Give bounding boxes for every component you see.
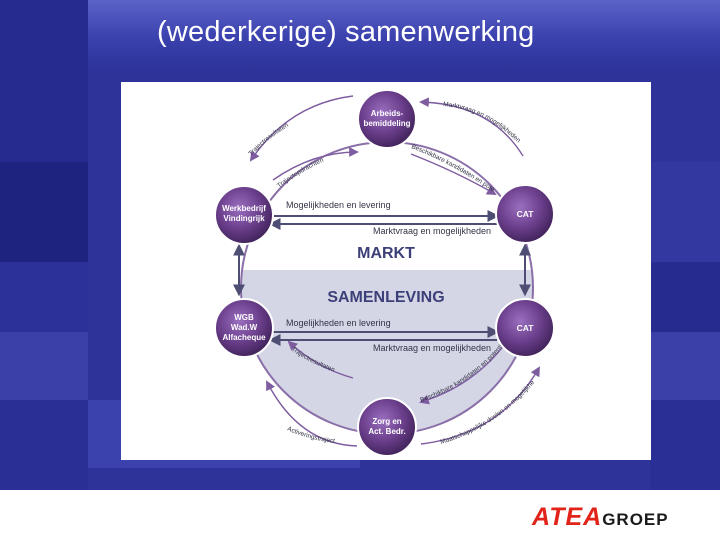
svg-text:Zorg en: Zorg en xyxy=(372,417,401,426)
svg-text:Arbeids-: Arbeids- xyxy=(371,109,404,118)
flow-label-upper-left: Marktvraag en mogelijkheden xyxy=(373,226,491,236)
node-wgb: WGB Wad.W Alfacheque xyxy=(214,298,274,358)
flow-label-lower-left: Marktvraag en mogelijkheden xyxy=(373,343,491,353)
node-arbeidsbemiddeling: Arbeids- bemiddeling xyxy=(357,89,417,149)
title-bar xyxy=(88,0,720,70)
arc-label-top-left-outer: Trajectresultaten xyxy=(247,122,290,158)
footer xyxy=(0,490,720,540)
svg-text:CAT: CAT xyxy=(517,323,535,333)
svg-text:Wad.W: Wad.W xyxy=(231,323,258,332)
node-werkbedrijf: Werkbedrijf Vindingrijk xyxy=(214,185,274,245)
zone-label-samenleving: SAMENLEVING xyxy=(327,289,444,306)
arc-top-left-inner xyxy=(272,147,359,181)
arc-label-top-right-inner: Beschikbare kandidaten en potentieel xyxy=(121,82,496,194)
arc-top-right-outer xyxy=(419,97,524,157)
zone-label-markt: MARKT xyxy=(357,245,415,262)
diagram-panel: Mogelijkheden en levering Marktvraag en … xyxy=(121,82,651,460)
arc-bottom-left-outer xyxy=(287,340,354,379)
node-zorg: Zorg en Act. Bedr. xyxy=(357,397,417,457)
cycle-diagram: Mogelijkheden en levering Marktvraag en … xyxy=(121,82,555,457)
svg-text:Werkbedrijf: Werkbedrijf xyxy=(222,204,266,213)
svg-text:Act. Bedr.: Act. Bedr. xyxy=(368,427,405,436)
arc-bottom-right-inner xyxy=(420,366,540,445)
arc-bottom-right-outer xyxy=(419,343,506,405)
node-cat-upper: CAT xyxy=(495,184,555,244)
arc-label-bottom-left-inner: Activeringstraject xyxy=(286,425,335,445)
svg-text:bemiddeling: bemiddeling xyxy=(363,119,410,128)
svg-text:CAT: CAT xyxy=(517,209,535,219)
logo-suffix: GROEP xyxy=(602,510,669,529)
slide-title: (wederkerige) samenwerking xyxy=(157,16,535,48)
svg-text:Alfacheque: Alfacheque xyxy=(222,333,266,342)
flow-label-upper-right: Mogelijkheden en levering xyxy=(286,200,391,210)
logo-main: ATEA xyxy=(532,503,603,531)
arc-bottom-left-inner xyxy=(266,380,358,447)
svg-text:WGB: WGB xyxy=(234,313,254,322)
atea-groep-logo: ATEAGROEP xyxy=(532,503,669,532)
flow-label-lower-right: Mogelijkheden en levering xyxy=(286,318,391,328)
node-cat-lower: CAT xyxy=(495,298,555,358)
arc-top-left-outer xyxy=(249,95,354,162)
svg-text:Vindingrijk: Vindingrijk xyxy=(223,214,265,223)
arc-top-right-inner xyxy=(410,153,497,195)
